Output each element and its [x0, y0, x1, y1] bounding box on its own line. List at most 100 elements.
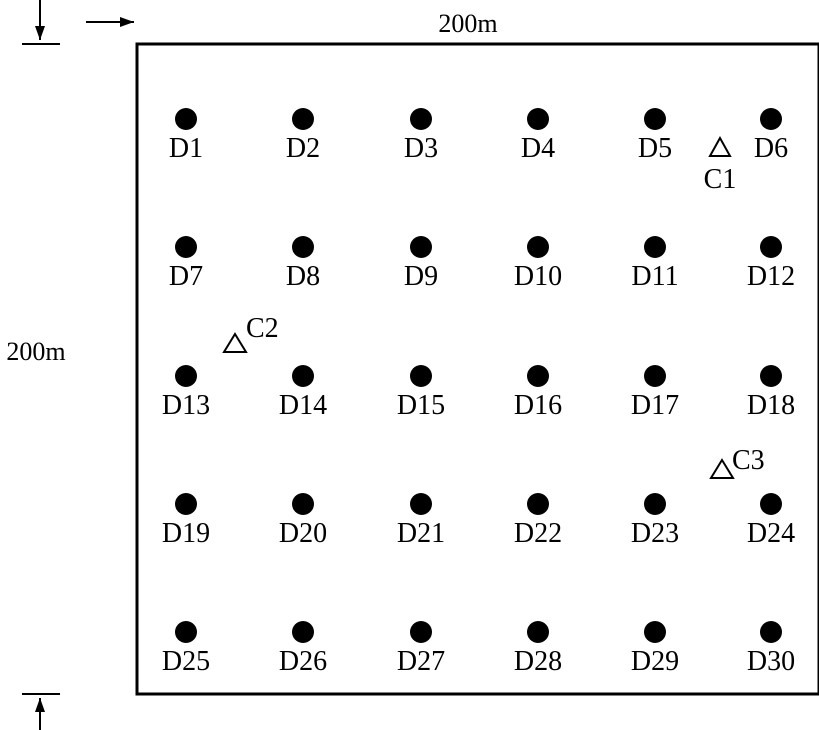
drill-point-dot: [175, 108, 197, 130]
drill-point-label: D23: [631, 518, 679, 549]
drill-point: D26: [279, 621, 327, 677]
drill-point-label: D3: [404, 133, 438, 164]
drill-point-dot: [292, 493, 314, 515]
height-dimension-label: 200m: [6, 337, 65, 366]
drill-point-dot: [644, 621, 666, 643]
drill-point: D20: [279, 493, 327, 549]
drill-point-dot: [644, 108, 666, 130]
drill-point-label: D22: [514, 518, 562, 549]
drill-point-label: D19: [162, 518, 210, 549]
drill-point: D10: [514, 236, 562, 292]
drill-point-dot: [760, 108, 782, 130]
top-dimension-marker: [22, 0, 134, 45]
drill-point: D25: [162, 621, 210, 677]
drill-point-dot: [175, 493, 197, 515]
drill-point: D12: [747, 236, 795, 292]
drill-point-dot: [644, 493, 666, 515]
drill-point-dot: [527, 493, 549, 515]
drill-point: D21: [397, 493, 445, 549]
drill-point: D4: [521, 108, 555, 164]
drill-point-label: D8: [286, 261, 320, 292]
drill-point: D23: [631, 493, 679, 549]
drill-point-dot: [527, 108, 549, 130]
drill-point-dot: [527, 621, 549, 643]
width-dimension-label: 200m: [438, 9, 497, 38]
drill-point-dot: [527, 236, 549, 258]
drill-point-label: D28: [514, 646, 562, 677]
bottom-dimension-marker: [22, 693, 60, 730]
drill-point-dot: [292, 621, 314, 643]
control-point-label: C2: [246, 313, 279, 344]
drill-point-label: D4: [521, 133, 555, 164]
drill-point: D15: [397, 365, 445, 421]
drill-point-label: D1: [169, 133, 203, 164]
drill-point-dot: [644, 236, 666, 258]
control-point-c1: C1: [704, 135, 736, 195]
drill-point-dot: [175, 236, 197, 258]
drill-point-label: D21: [397, 518, 445, 549]
drill-point-dot: [410, 108, 432, 130]
drill-point-dot: [410, 236, 432, 258]
drill-point-dot: [410, 493, 432, 515]
drill-point: D2: [286, 108, 320, 164]
drill-point-label: D7: [169, 261, 203, 292]
drill-point-dot: [410, 365, 432, 387]
drill-point-label: D26: [279, 646, 327, 677]
drill-point-dot: [760, 621, 782, 643]
drill-point-dot: [527, 365, 549, 387]
drill-point-dot: [644, 365, 666, 387]
drill-point-label: D20: [279, 518, 327, 549]
triangle-icon: [709, 458, 735, 479]
drill-point: D24: [747, 493, 795, 549]
drill-point-label: D5: [638, 133, 672, 164]
drill-point-label: D15: [397, 390, 445, 421]
drill-point-label: D27: [397, 646, 445, 677]
drill-point-label: D13: [162, 390, 210, 421]
drill-point-dot: [292, 365, 314, 387]
drill-point-label: D6: [754, 133, 788, 164]
drill-point-label: D25: [162, 646, 210, 677]
drill-point-label: D12: [747, 261, 795, 292]
drill-point-dot: [760, 493, 782, 515]
drill-point-label: D11: [631, 261, 678, 292]
control-point-c3: C3: [709, 445, 765, 479]
triangle-icon: [708, 135, 732, 157]
drill-point: D27: [397, 621, 445, 677]
drill-point-label: D9: [404, 261, 438, 292]
drill-point: D6: [754, 108, 788, 164]
drill-point-label: D29: [631, 646, 679, 677]
drill-point-dot: [760, 236, 782, 258]
drill-point-label: D17: [631, 390, 679, 421]
drill-point-label: D30: [747, 646, 795, 677]
drill-point-dot: [175, 621, 197, 643]
drill-point-label: D14: [279, 390, 327, 421]
drill-point: D30: [747, 621, 795, 677]
drill-point: D14: [279, 365, 327, 421]
drill-point-label: D24: [747, 518, 795, 549]
drill-point-label: D2: [286, 133, 320, 164]
drill-point: D8: [286, 236, 320, 292]
drill-point: D16: [514, 365, 562, 421]
drill-point-dot: [760, 365, 782, 387]
drill-point-dot: [175, 365, 197, 387]
triangle-icon: [222, 332, 248, 353]
drill-point: D3: [404, 108, 438, 164]
drill-point: D11: [631, 236, 679, 292]
drill-point-label: D18: [747, 390, 795, 421]
drill-point: D13: [162, 365, 210, 421]
drill-point-dot: [292, 236, 314, 258]
control-point-label: C3: [732, 445, 765, 476]
drill-point: D7: [169, 236, 203, 292]
drill-point: D29: [631, 621, 679, 677]
drill-point: D1: [169, 108, 203, 164]
drill-point-dot: [292, 108, 314, 130]
drill-point-label: D10: [514, 261, 562, 292]
drill-point: D19: [162, 493, 210, 549]
plot-boundary: [135, 42, 819, 696]
drill-point: D22: [514, 493, 562, 549]
drill-point: D5: [638, 108, 672, 164]
drill-point-label: D16: [514, 390, 562, 421]
drill-point: D9: [404, 236, 438, 292]
